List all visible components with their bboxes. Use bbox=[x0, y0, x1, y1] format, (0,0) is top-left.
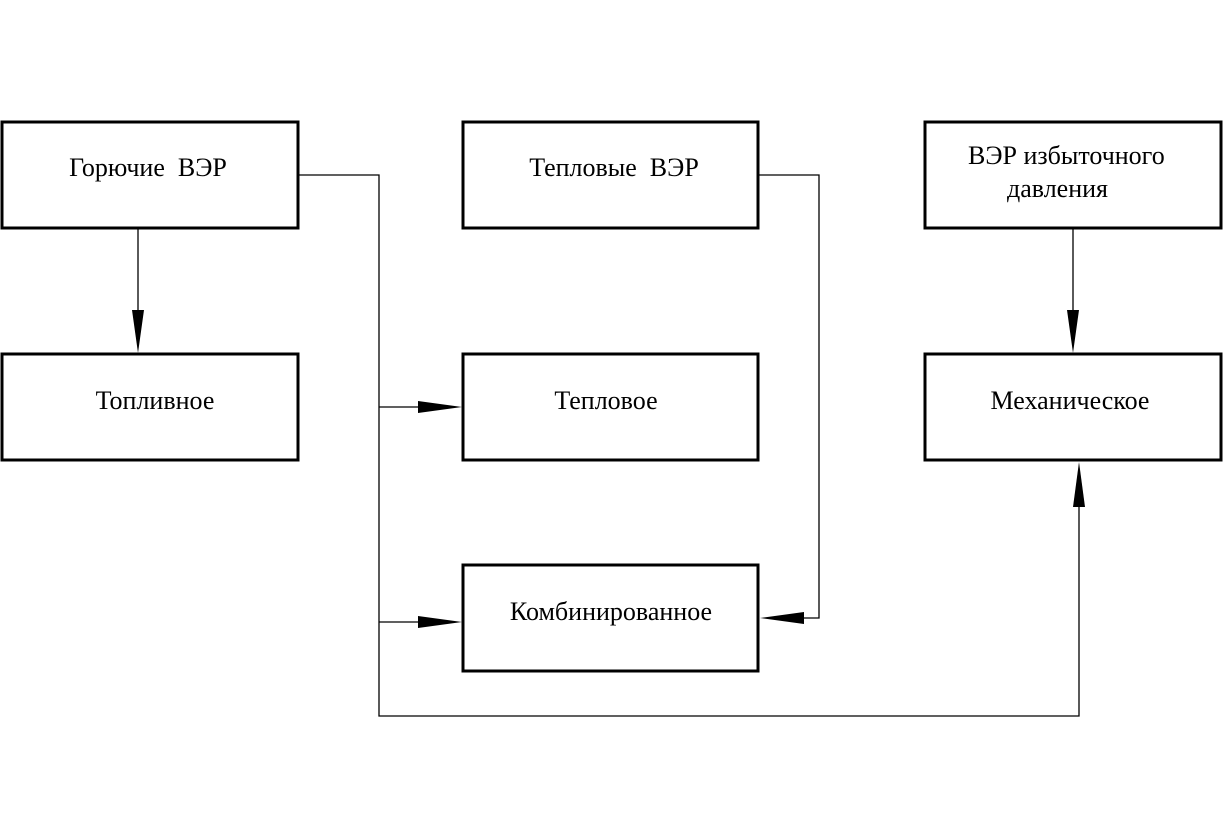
edge-combustible-to-combined bbox=[379, 616, 462, 628]
edge-combustible-trunk bbox=[299, 174, 1085, 717]
edge-overpressure-to-mechanical bbox=[1067, 229, 1079, 353]
edge-combustible-to-thermal bbox=[379, 401, 462, 413]
node-combustible-ver: Горючие ВЭР bbox=[0, 120, 300, 230]
node-thermal-use: Тепловое bbox=[461, 352, 760, 462]
edge-overpressure-to-mechanical-arrowhead bbox=[1067, 310, 1079, 353]
edge-combustible-to-mechanical-arrowhead bbox=[1073, 462, 1085, 507]
edge-thermal-ver-to-combined bbox=[759, 174, 820, 624]
edge-combustible-to-thermal-arrowhead bbox=[418, 401, 462, 413]
node-thermal-ver: Тепловые ВЭР bbox=[461, 120, 760, 230]
node-overpressure-ver-label-line1: ВЭР избыточного bbox=[968, 141, 1165, 170]
node-overpressure-ver: ВЭР избыточного давления bbox=[923, 120, 1223, 230]
edge-combustible-to-fuel bbox=[132, 229, 144, 353]
edge-thermal-ver-to-combined-arrowhead bbox=[760, 612, 804, 624]
node-mechanical-use-label: Механическое bbox=[991, 386, 1150, 415]
edge-combustible-to-combined-arrowhead bbox=[418, 616, 462, 628]
node-thermal-ver-label: Тепловые ВЭР bbox=[529, 153, 699, 182]
node-fuel-use-label: Топливное bbox=[96, 386, 215, 415]
node-mechanical-use: Механическое bbox=[923, 352, 1223, 462]
node-thermal-use-label: Тепловое bbox=[554, 386, 657, 415]
node-overpressure-ver-label-line2: давления bbox=[1007, 174, 1108, 203]
node-combustible-ver-label: Горючие ВЭР bbox=[69, 153, 227, 182]
node-combined-use: Комбинированное bbox=[461, 563, 760, 673]
node-fuel-use: Топливное bbox=[0, 352, 300, 462]
node-combined-use-label: Комбинированное bbox=[510, 597, 712, 626]
edge-combustible-to-fuel-arrowhead bbox=[132, 310, 144, 353]
